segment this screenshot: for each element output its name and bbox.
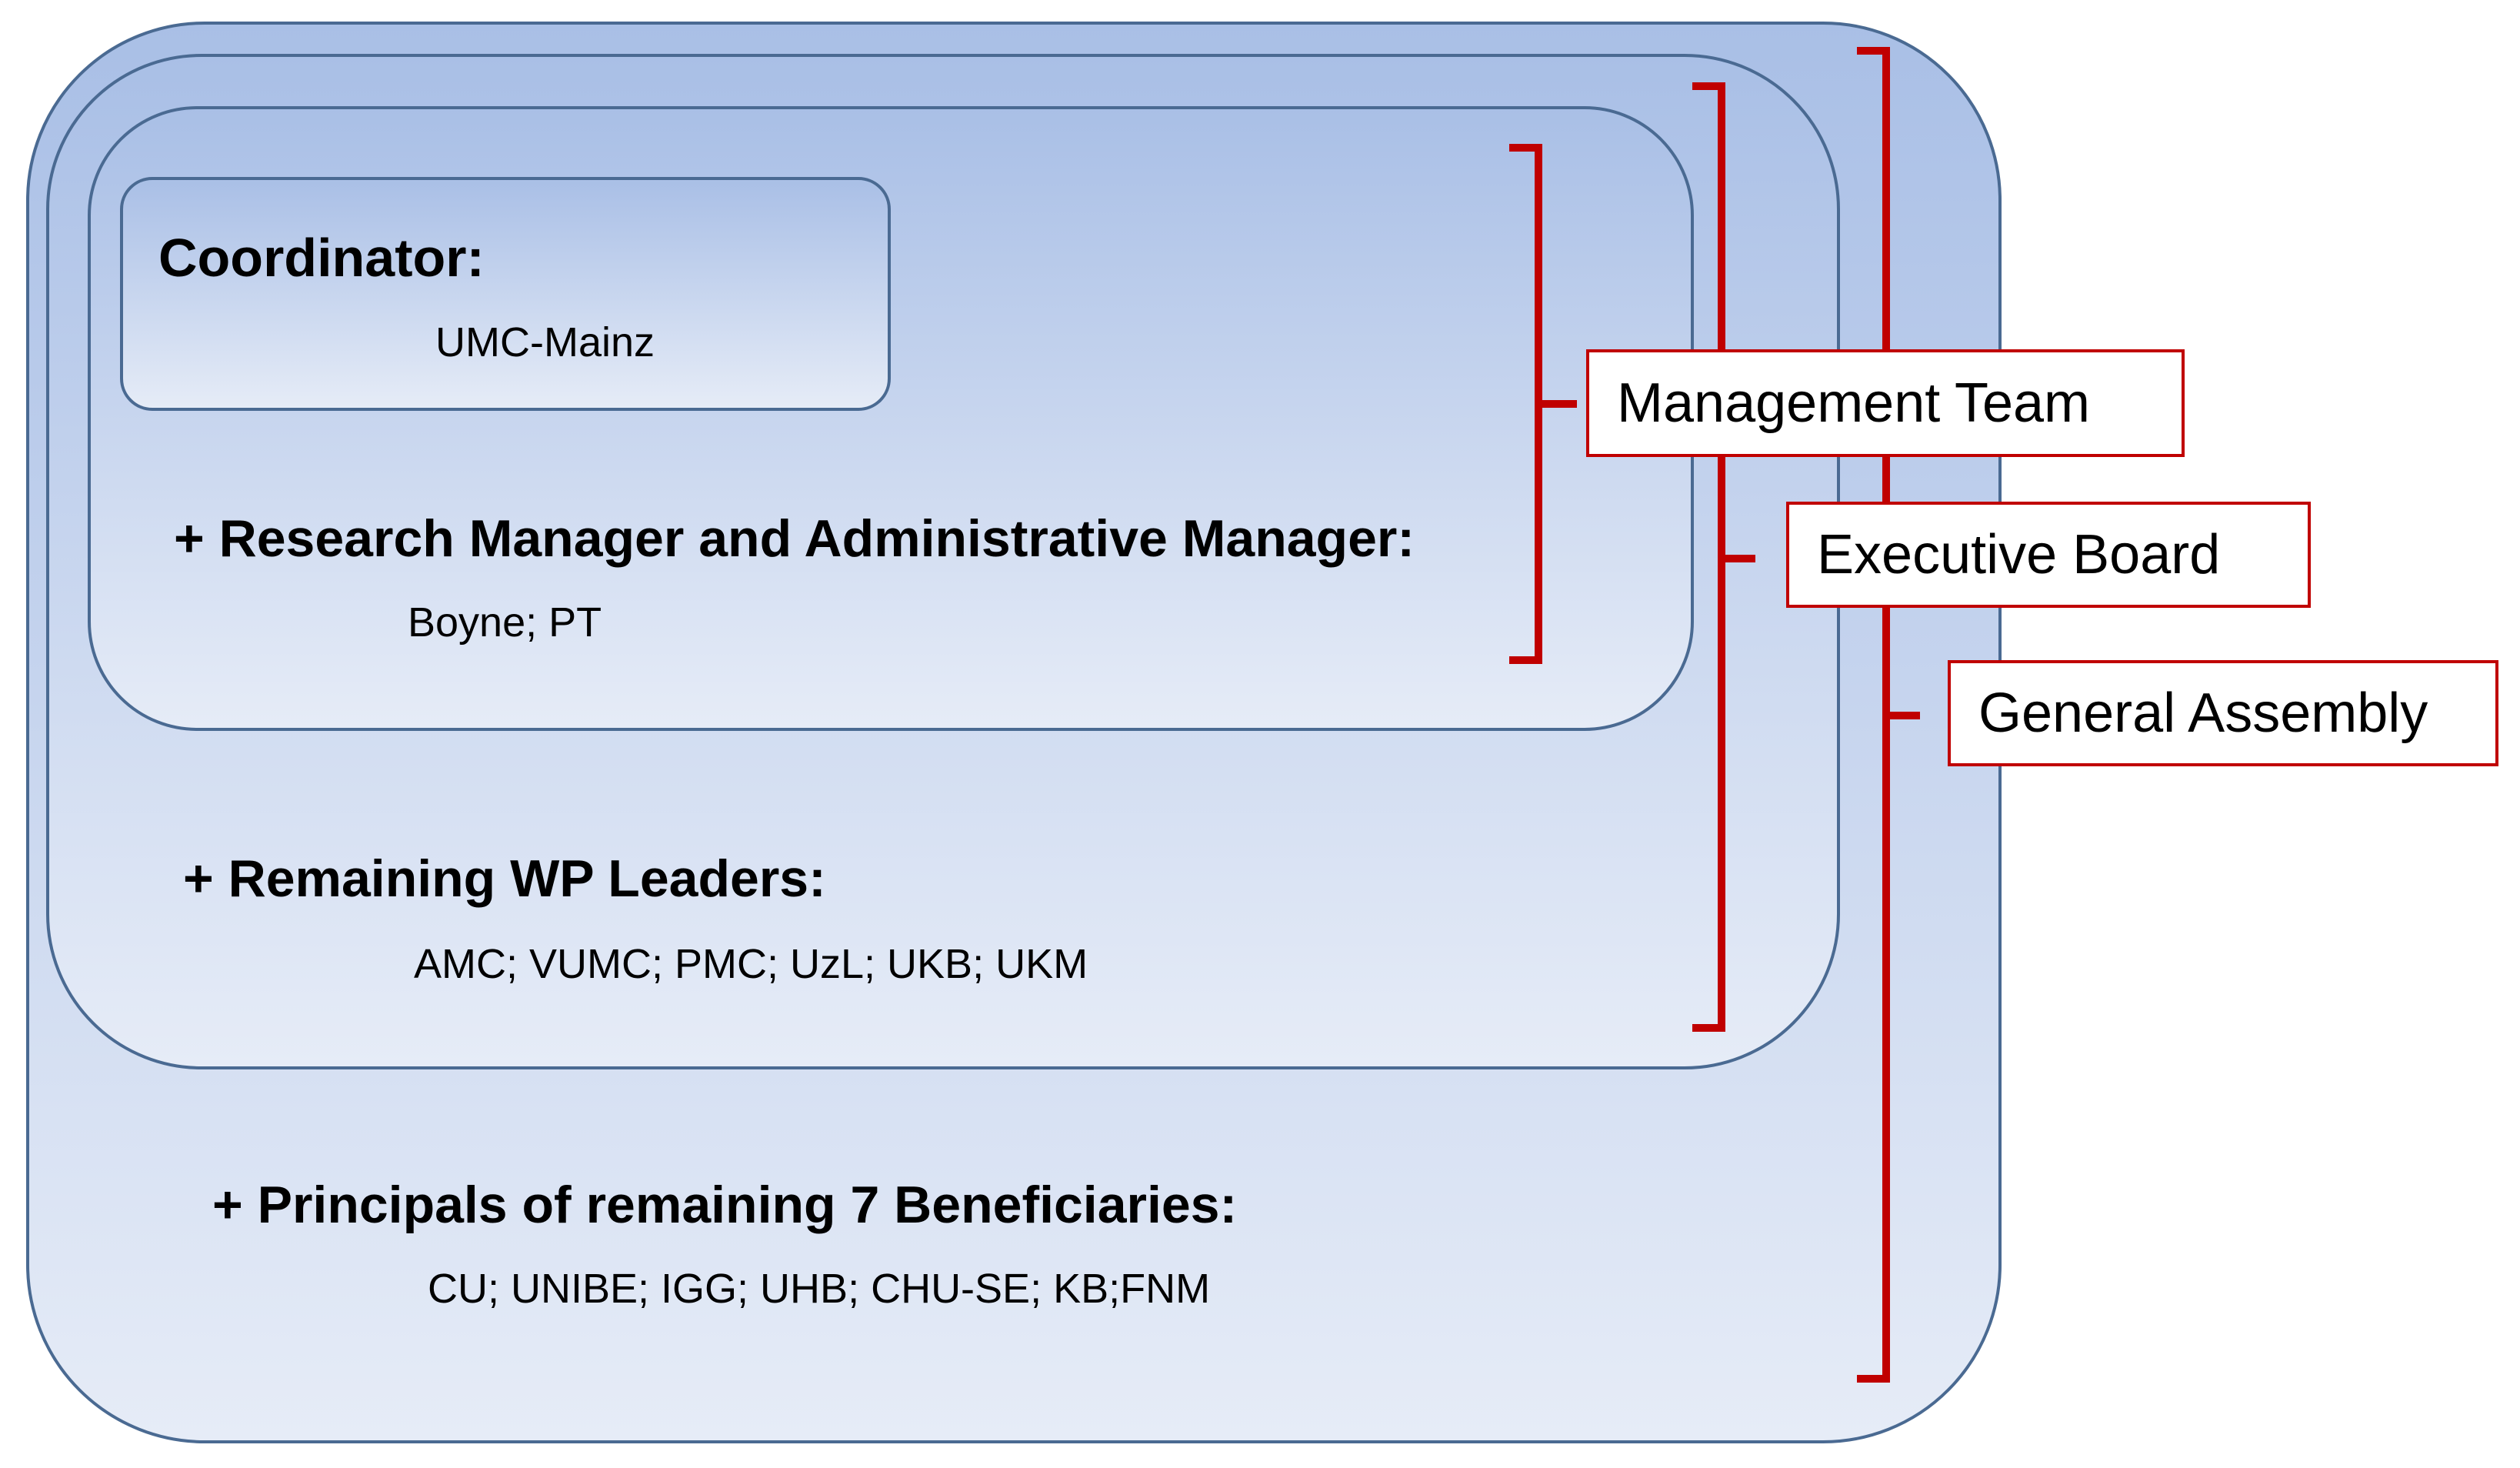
executive-board-label: Executive Board [1786,502,2311,608]
principals-members: CU; UNIBE; IGG; UHB; CHU-SE; KB;FNM [428,1266,1211,1312]
wp-leaders-members: AMC; VUMC; PMC; UzL; UKB; UKM [414,941,1088,987]
management-team-bracket [1509,144,1577,664]
executive-board-label-text: Executive Board [1817,524,2221,586]
coordinator-panel [120,177,891,411]
general-assembly-label-text: General Assembly [1978,682,2428,744]
general-assembly-label: General Assembly [1948,660,2498,766]
management-team-label: Management Team [1586,349,2185,457]
coordinator-heading: Coordinator: [158,228,485,288]
general-assembly-bracket [1857,47,1920,1383]
management-team-label-text: Management Team [1617,372,2091,434]
managers-members: Boyne; PT [408,599,602,646]
wp-leaders-heading: + Remaining WP Leaders: [183,849,826,908]
executive-board-bracket [1692,82,1755,1032]
managers-heading: + Research Manager and Administrative Ma… [174,509,1415,568]
coordinator-members: UMC-Mainz [435,319,655,365]
principals-heading: + Principals of remaining 7 Beneficiarie… [212,1176,1238,1234]
